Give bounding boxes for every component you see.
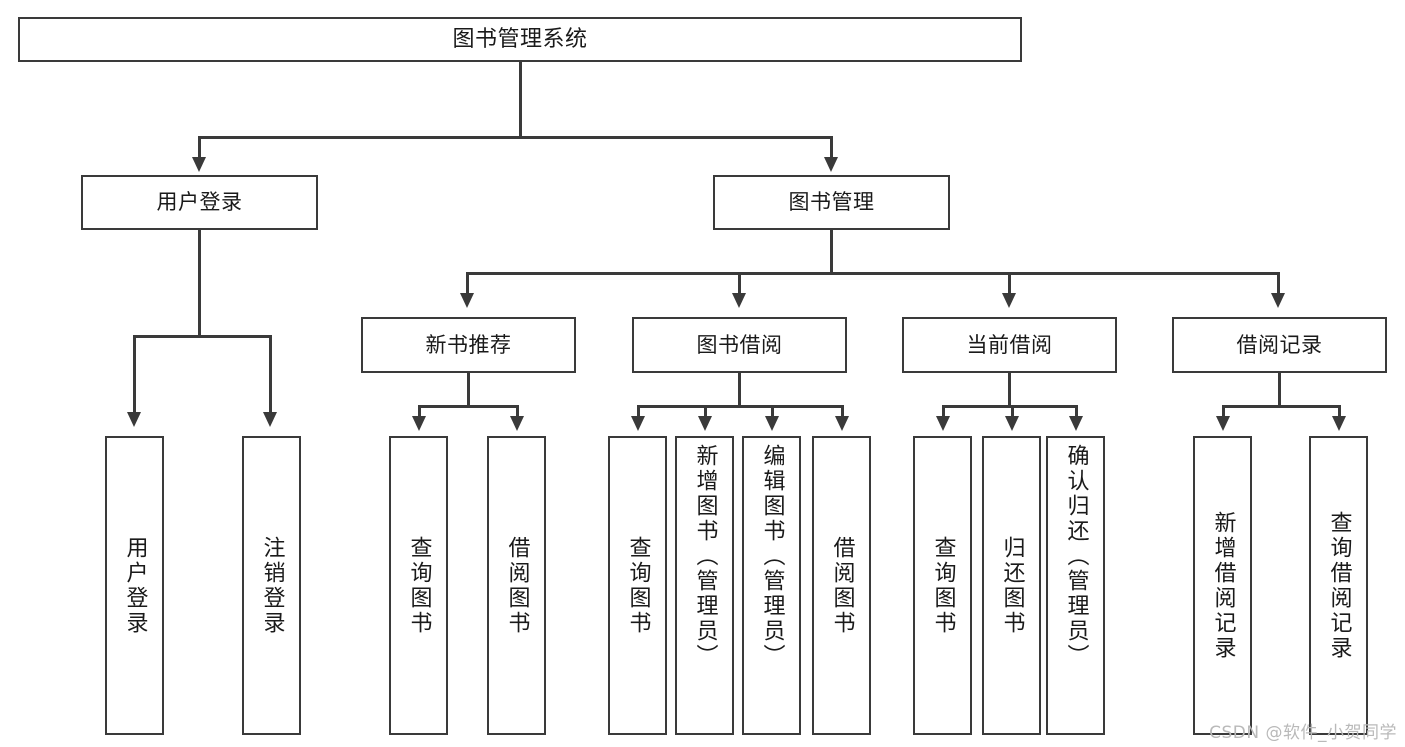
leaf-query-record-label: 查询借阅记录 bbox=[1326, 510, 1352, 661]
arrow-bm-to-newbook bbox=[460, 293, 474, 308]
connector-borrow-stem bbox=[738, 373, 741, 408]
connector-newbook-stem bbox=[467, 373, 470, 408]
leaf-query-book-1-label: 查询图书 bbox=[406, 535, 432, 636]
connector-current-leaf1 bbox=[942, 405, 945, 417]
node-book-borrow[interactable]: 图书借阅 bbox=[632, 317, 847, 373]
arrow-borrow-leaf3 bbox=[765, 416, 779, 431]
leaf-query-book-1[interactable]: 查询图书 bbox=[389, 436, 448, 735]
arrow-borrow-leaf2 bbox=[698, 416, 712, 431]
arrow-user-login-leaf2 bbox=[263, 412, 277, 427]
connector-newbook-bus bbox=[418, 405, 519, 408]
node-current-borrow-label: 当前借阅 bbox=[966, 332, 1053, 357]
connector-current-stem bbox=[1008, 373, 1011, 408]
connector-current-leaf2 bbox=[1011, 405, 1014, 417]
connector-root-to-user-login bbox=[198, 136, 201, 158]
leaf-borrow-book-2[interactable]: 借阅图书 bbox=[812, 436, 871, 735]
arrow-root-to-book-manage bbox=[824, 157, 838, 172]
connector-newbook-leaf1 bbox=[418, 405, 421, 417]
node-new-book-recommend[interactable]: 新书推荐 bbox=[361, 317, 576, 373]
connector-bm-to-record bbox=[1277, 272, 1280, 294]
leaf-query-record[interactable]: 查询借阅记录 bbox=[1309, 436, 1368, 735]
leaf-logout-login[interactable]: 注销登录 bbox=[242, 436, 301, 735]
connector-user-login-leaf2 bbox=[269, 335, 272, 413]
arrow-bm-to-borrow bbox=[732, 293, 746, 308]
leaf-add-book-label: 新增图书（管理员） bbox=[692, 444, 718, 669]
arrow-current-leaf3 bbox=[1069, 416, 1083, 431]
connector-root-bus bbox=[198, 136, 832, 139]
connector-record-leaf1 bbox=[1222, 405, 1225, 417]
connector-borrow-leaf3 bbox=[771, 405, 774, 417]
leaf-add-record[interactable]: 新增借阅记录 bbox=[1193, 436, 1252, 735]
node-book-manage[interactable]: 图书管理 bbox=[713, 175, 950, 230]
connector-record-leaf2 bbox=[1338, 405, 1341, 417]
leaf-confirm-return-label: 确认归还（管理员） bbox=[1063, 444, 1089, 669]
arrow-borrow-leaf1 bbox=[631, 416, 645, 431]
connector-bm-to-current bbox=[1008, 272, 1011, 294]
leaf-logout-login-label: 注销登录 bbox=[259, 535, 285, 636]
arrow-root-to-user-login bbox=[192, 157, 206, 172]
connector-user-login-leaf1 bbox=[133, 335, 136, 413]
node-book-borrow-label: 图书借阅 bbox=[696, 332, 783, 357]
connector-record-stem bbox=[1278, 373, 1281, 408]
connector-bm-to-newbook bbox=[466, 272, 469, 294]
leaf-borrow-book-1-label: 借阅图书 bbox=[504, 535, 530, 636]
leaf-borrow-book-1[interactable]: 借阅图书 bbox=[487, 436, 546, 735]
node-new-book-recommend-label: 新书推荐 bbox=[425, 332, 512, 357]
node-current-borrow[interactable]: 当前借阅 bbox=[902, 317, 1117, 373]
leaf-query-book-3-label: 查询图书 bbox=[930, 535, 956, 636]
connector-root-stem bbox=[519, 62, 522, 138]
node-borrow-record[interactable]: 借阅记录 bbox=[1172, 317, 1387, 373]
connector-borrow-leaf4 bbox=[841, 405, 844, 417]
leaf-user-login-label: 用户登录 bbox=[122, 535, 148, 636]
connector-user-login-stem bbox=[198, 230, 201, 337]
leaf-borrow-book-2-label: 借阅图书 bbox=[829, 535, 855, 636]
arrow-record-leaf1 bbox=[1216, 416, 1230, 431]
leaf-return-book[interactable]: 归还图书 bbox=[982, 436, 1041, 735]
arrow-record-leaf2 bbox=[1332, 416, 1346, 431]
connector-book-manage-stem bbox=[830, 230, 833, 274]
arrow-user-login-leaf1 bbox=[127, 412, 141, 427]
leaf-return-book-label: 归还图书 bbox=[999, 535, 1025, 636]
arrow-current-leaf2 bbox=[1005, 416, 1019, 431]
connector-bm-to-borrow bbox=[738, 272, 741, 294]
arrow-bm-to-current bbox=[1002, 293, 1016, 308]
arrow-bm-to-record bbox=[1271, 293, 1285, 308]
leaf-query-book-2-label: 查询图书 bbox=[625, 535, 651, 636]
leaf-edit-book[interactable]: 编辑图书（管理员） bbox=[742, 436, 801, 735]
connector-current-leaf3 bbox=[1075, 405, 1078, 417]
connector-root-to-book-manage bbox=[830, 136, 833, 158]
leaf-add-record-label: 新增借阅记录 bbox=[1210, 510, 1236, 661]
connector-borrow-bus bbox=[637, 405, 844, 408]
connector-borrow-leaf1 bbox=[637, 405, 640, 417]
arrow-newbook-leaf1 bbox=[412, 416, 426, 431]
connector-newbook-leaf2 bbox=[516, 405, 519, 417]
connector-book-manage-bus bbox=[466, 272, 1278, 275]
node-root-book-management-system[interactable]: 图书管理系统 bbox=[18, 17, 1022, 62]
leaf-user-login[interactable]: 用户登录 bbox=[105, 436, 164, 735]
arrow-newbook-leaf2 bbox=[510, 416, 524, 431]
node-borrow-record-label: 借阅记录 bbox=[1236, 332, 1323, 357]
node-user-login[interactable]: 用户登录 bbox=[81, 175, 318, 230]
connector-record-bus bbox=[1222, 405, 1340, 408]
leaf-query-book-3[interactable]: 查询图书 bbox=[913, 436, 972, 735]
arrow-borrow-leaf4 bbox=[835, 416, 849, 431]
leaf-edit-book-label: 编辑图书（管理员） bbox=[759, 444, 785, 669]
leaf-query-book-2[interactable]: 查询图书 bbox=[608, 436, 667, 735]
leaf-add-book[interactable]: 新增图书（管理员） bbox=[675, 436, 734, 735]
leaf-confirm-return[interactable]: 确认归还（管理员） bbox=[1046, 436, 1105, 735]
connector-current-bus bbox=[942, 405, 1078, 408]
connector-user-login-bus bbox=[133, 335, 271, 338]
connector-borrow-leaf2 bbox=[704, 405, 707, 417]
node-user-login-label: 用户登录 bbox=[156, 190, 243, 215]
arrow-current-leaf1 bbox=[936, 416, 950, 431]
node-book-manage-label: 图书管理 bbox=[788, 190, 875, 215]
node-root-label: 图书管理系统 bbox=[452, 26, 588, 52]
